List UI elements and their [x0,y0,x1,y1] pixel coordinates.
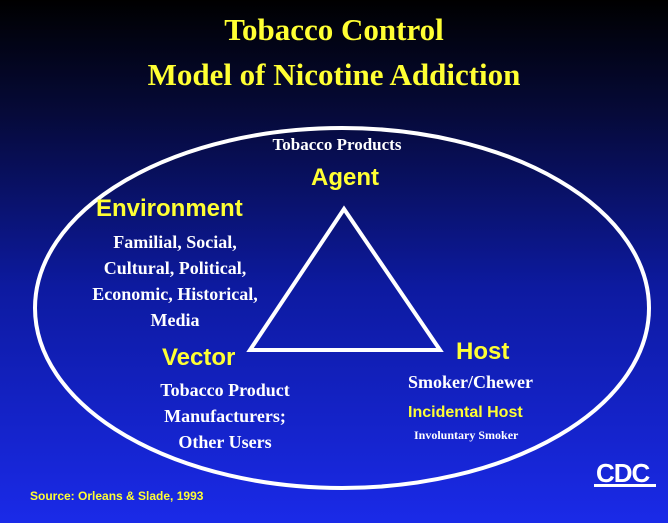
environment-label: Environment [96,195,243,222]
outer-ellipse [33,126,651,490]
involuntary-smoker-label: Involuntary Smoker [414,428,519,442]
vector-description: Tobacco Product Manufacturers; Other Use… [110,377,340,455]
source-citation: Source: Orleans & Slade, 1993 [30,489,204,503]
environment-line: Media [150,310,200,330]
incidental-host-label: Incidental Host [408,404,523,421]
environment-factors: Familial, Social, Cultural, Political, E… [60,229,290,333]
vector-line: Manufacturers; [164,406,286,426]
vector-label: Vector [162,344,236,371]
agent-label: Agent [311,164,379,191]
environment-line: Familial, Social, [113,232,237,252]
title-line-1: Tobacco Control [224,12,444,47]
triangle [246,205,444,352]
vector-line: Tobacco Product [160,380,290,400]
environment-line: Cultural, Political, [103,258,247,278]
environment-line: Economic, Historical, [92,284,258,304]
host-label: Host [456,338,510,365]
vector-line: Other Users [178,432,272,452]
agent-subtitle: Tobacco Products [272,135,402,154]
title-line-2: Model of Nicotine Addiction [147,57,521,92]
host-description: Smoker/Chewer [408,372,533,392]
